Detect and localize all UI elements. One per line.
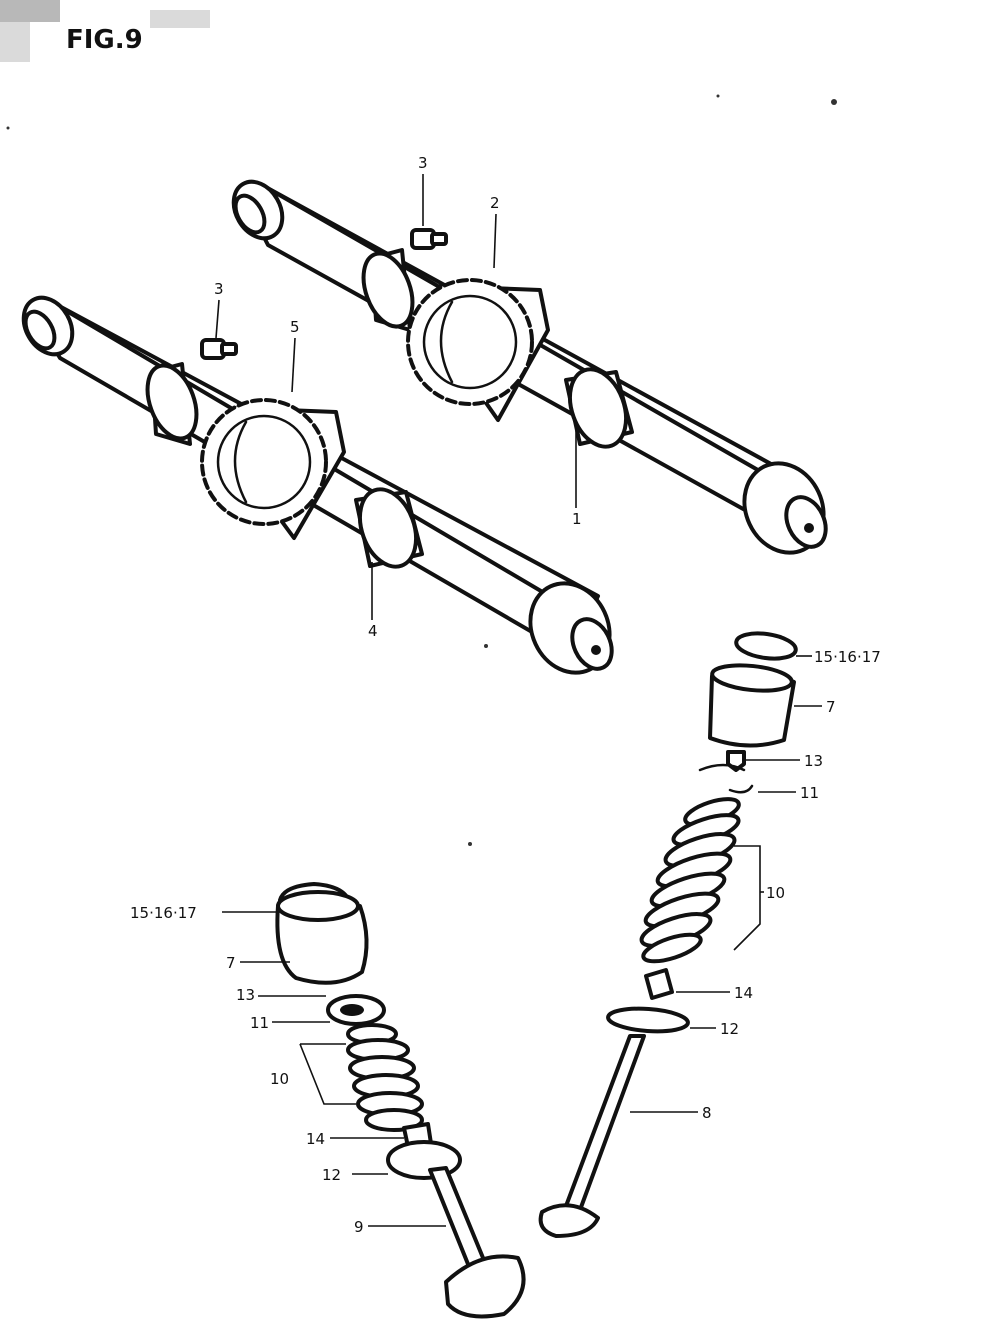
callout-sprocket-left: 5 [290,318,300,336]
callout-valve-left: 9 [354,1218,364,1236]
callout-bolt-left: 3 [214,280,224,298]
callout-valve-right: 8 [702,1104,712,1122]
valve-assembly-left [275,882,526,1319]
callout-tappet-right: 7 [826,698,836,716]
callout-tappet-left: 7 [226,954,236,972]
callouts: 1 2 3 3 5 4 15·16·17 7 13 11 10 14 12 8 … [130,154,881,1236]
sprocket-bolt-top [410,228,448,250]
callout-spring-right: 10 [766,884,785,902]
callout-shim-right: 15·16·17 [814,648,881,666]
callout-sprocket-top: 2 [490,194,500,212]
callout-spring-left: 10 [270,1070,289,1088]
callout-retainer-left: 11 [250,1014,269,1032]
valve-assembly-right [538,631,798,1238]
callout-bolt-top: 3 [418,154,428,172]
callout-shim-left: 15·16·17 [130,904,197,922]
callout-seat-right: 12 [720,1020,739,1038]
callout-seal-right: 14 [734,984,753,1002]
valve-spring-right [639,797,741,964]
callout-cotter-left: 13 [236,986,255,1004]
callout-cam-intake: 1 [572,510,582,528]
figure-title: FIG.9 [66,25,143,55]
callout-seal-left: 14 [306,1130,325,1148]
cam-sprocket-top [406,278,534,406]
callout-cam-exhaust: 4 [368,622,378,640]
cam-sprocket-left [200,398,328,526]
callout-cotter-right: 13 [804,752,823,770]
callout-seat-left: 12 [322,1166,341,1184]
sprocket-bolt-left [200,338,238,360]
scan-noise [0,0,837,846]
callout-retainer-right: 11 [800,784,819,802]
valve-spring-left [346,1023,424,1132]
